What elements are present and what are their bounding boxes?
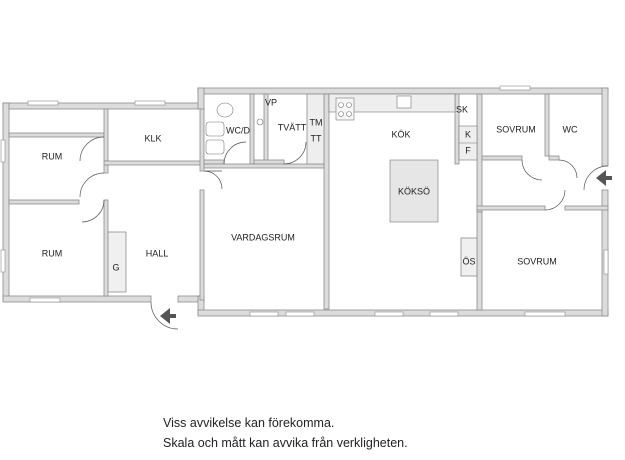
wall-hall-right xyxy=(199,189,205,301)
room-label: TM xyxy=(310,117,323,127)
room-label: HALL xyxy=(146,248,169,258)
wall-wcd-bottom-a xyxy=(203,159,225,165)
door-swing xyxy=(283,141,307,165)
wall-stub xyxy=(103,164,109,174)
fixtures xyxy=(205,93,478,223)
room-label: KLK xyxy=(144,133,161,143)
door-swing xyxy=(79,136,105,162)
room-label: VP xyxy=(265,97,277,107)
tm-tt-column xyxy=(306,93,325,165)
room-label: VARDAGSRUM xyxy=(231,232,295,242)
stove-burner-icon xyxy=(346,102,352,108)
wall-vardagsrum-top xyxy=(203,163,325,169)
wall-step xyxy=(197,87,205,110)
sink-icon xyxy=(205,139,225,155)
doors xyxy=(79,136,609,330)
wall-vardagsrum-kitchen xyxy=(323,93,330,310)
door-swing xyxy=(81,199,105,223)
disclaimer-line-1: Viss avvikelse kan förekomma. xyxy=(163,416,335,430)
room-label: SOVRUM xyxy=(496,124,536,134)
outer-wall-right-top xyxy=(601,87,609,167)
room-label: K xyxy=(465,129,471,139)
room-label: WC xyxy=(563,124,578,134)
room-label: RUM xyxy=(42,248,63,258)
wardrobe-g xyxy=(107,231,127,293)
os-cabinet xyxy=(460,237,478,277)
room-label: KÖKSÖ xyxy=(398,186,430,196)
room-label: ÖS xyxy=(462,256,475,266)
wall-wcd-right xyxy=(249,93,255,165)
wall-hall-right-top xyxy=(199,108,205,172)
window xyxy=(134,100,166,106)
window xyxy=(27,100,59,106)
wall-rum-bottom-right xyxy=(103,199,109,297)
room-label: TT xyxy=(311,133,322,143)
room-label: G xyxy=(112,262,119,272)
window xyxy=(0,139,6,163)
wall-wc-bottom-a xyxy=(548,155,560,161)
room-label: RUM xyxy=(42,151,63,161)
window xyxy=(429,311,459,317)
window xyxy=(374,311,404,317)
sink-icon xyxy=(205,121,225,137)
outer-wall-top-right xyxy=(197,87,609,95)
door-swing xyxy=(521,159,543,181)
wall-tvatt-bottom xyxy=(253,159,285,165)
kitchen-island xyxy=(389,159,439,223)
room-label: SOVRUM xyxy=(517,256,557,266)
wall-klk-left xyxy=(103,108,109,162)
window xyxy=(249,311,279,317)
door-swing xyxy=(544,189,566,211)
wall-kitchen-right xyxy=(476,93,483,213)
room-label: F xyxy=(465,145,471,155)
wall-klk-bottom xyxy=(103,160,203,166)
door-swing xyxy=(203,170,223,190)
room-labels: RUM KLK RUM HALL G WC/D VP TVÄTT TM TT V… xyxy=(42,97,578,272)
floor-plan: RUM KLK RUM HALL G WC/D VP TVÄTT TM TT V… xyxy=(0,85,612,330)
room-label: WC/D xyxy=(226,125,250,135)
wall-corridor xyxy=(564,205,609,211)
wall-rum-divider xyxy=(8,199,80,205)
wall-sovrum-bottom-top xyxy=(476,205,546,211)
door-swing xyxy=(583,165,609,191)
window xyxy=(524,311,566,317)
wall-sovrum-top-bottom-a xyxy=(481,155,523,161)
stove-burner-icon xyxy=(346,111,352,117)
stove-burner-icon xyxy=(338,102,344,108)
disclaimer: Viss avvikelse kan förekomma. Skala och … xyxy=(163,413,408,453)
window xyxy=(499,85,531,91)
window xyxy=(0,249,6,273)
tap-icon xyxy=(256,118,264,126)
entry-arrow-icon xyxy=(160,308,176,324)
disclaimer-line-2: Skala och mått kan avvika från verklighe… xyxy=(163,436,408,450)
entry-arrow-icon xyxy=(596,170,612,186)
window xyxy=(603,249,609,275)
door-swing xyxy=(79,172,105,198)
stove-burner-icon xyxy=(338,111,344,117)
windows xyxy=(0,85,609,317)
outer-wall-bottom-left-a xyxy=(2,295,152,303)
room-label: TVÄTT xyxy=(278,122,307,132)
door-swing xyxy=(558,159,578,179)
door-swing xyxy=(223,141,247,165)
kitchen-sink-icon xyxy=(396,95,412,109)
wall-sovrum-wc xyxy=(544,93,550,157)
door-swing xyxy=(150,301,179,330)
window xyxy=(285,311,315,317)
wall-sovrum-left xyxy=(476,211,483,311)
kitchen-counter xyxy=(328,93,456,113)
room-label: KÖK xyxy=(391,129,410,139)
wall-rum-top-bottom xyxy=(8,132,105,138)
toilet-icon xyxy=(216,102,234,118)
room-label: SK xyxy=(456,104,468,114)
stove-icon xyxy=(335,97,355,121)
window xyxy=(29,297,61,303)
